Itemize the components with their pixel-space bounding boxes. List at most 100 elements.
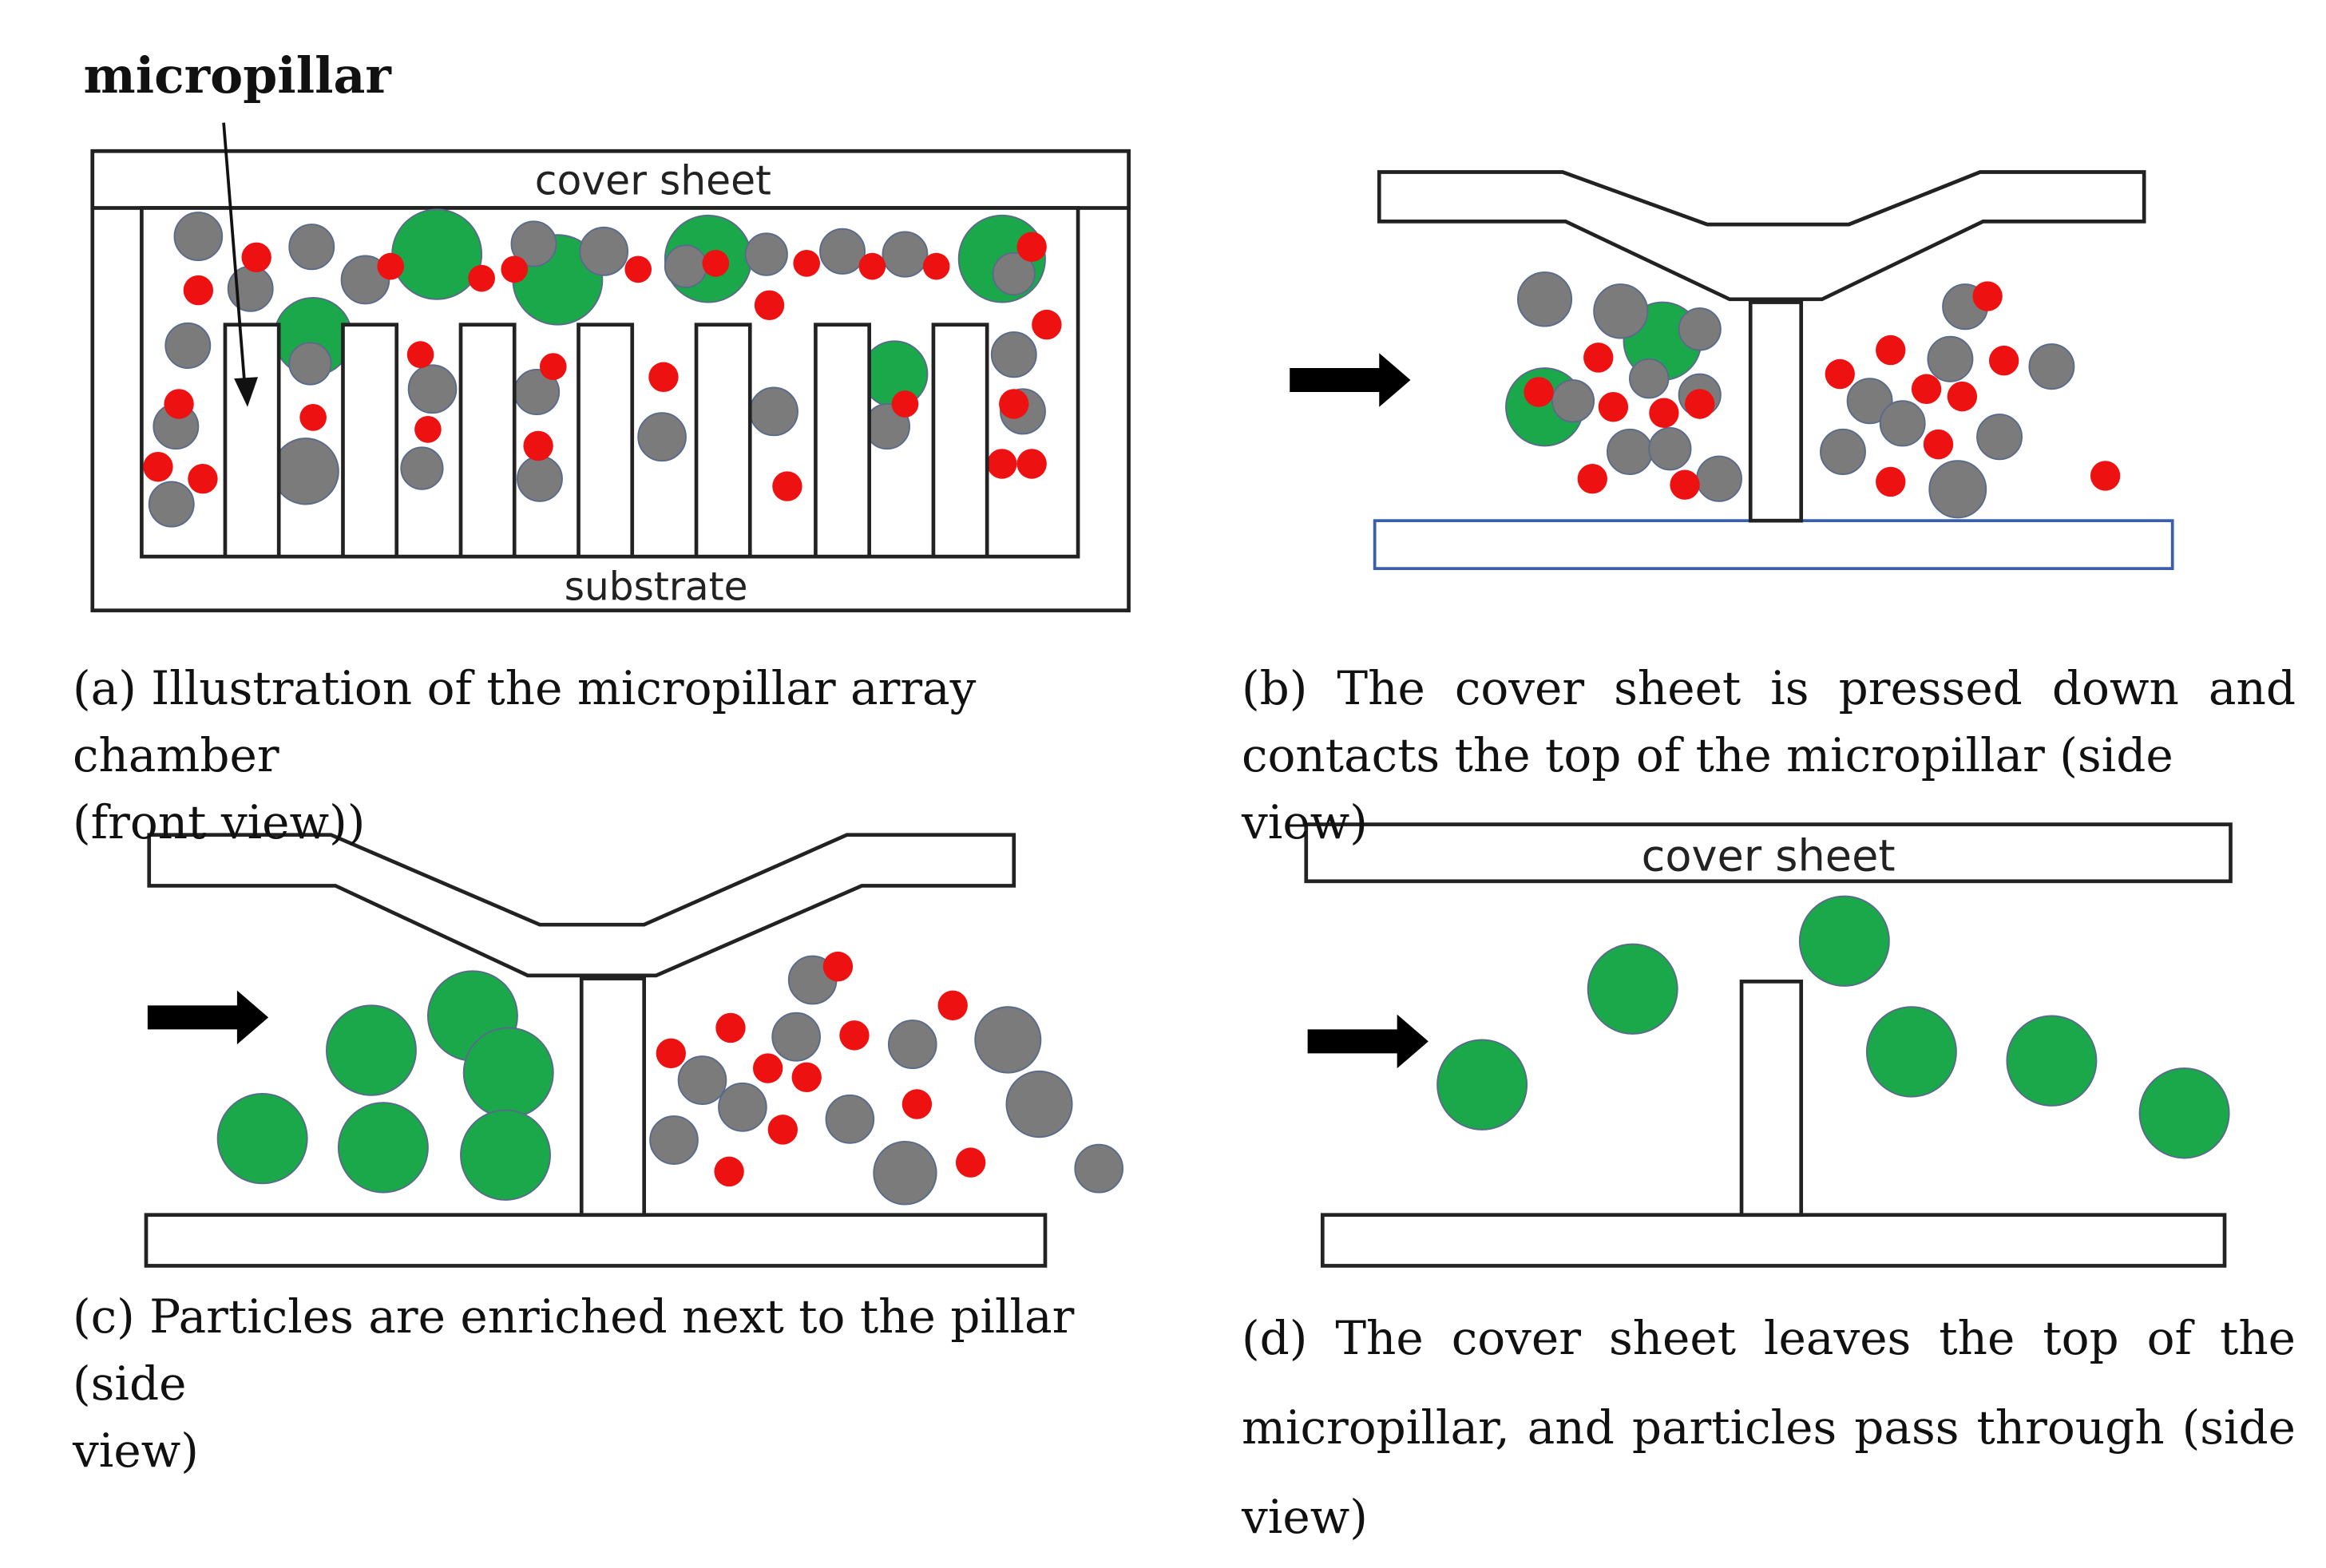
caption-c-line-2: view) (73, 1423, 199, 1478)
red-particle (1988, 345, 2019, 376)
red-particle (839, 1020, 870, 1051)
green-particle (1436, 1039, 1528, 1130)
red-particle (241, 242, 271, 273)
micropillar-pointer-line (222, 122, 247, 383)
micropillar (223, 323, 281, 559)
green-particle (462, 1027, 554, 1119)
panel-b (1290, 170, 2174, 571)
grey-particle (1629, 358, 1670, 399)
red-particle (1577, 463, 1607, 494)
flow-arrow (1307, 1014, 1428, 1069)
red-particle (1016, 232, 1047, 262)
grey-particle (637, 412, 687, 462)
red-particle (752, 1053, 783, 1083)
red-particle (183, 275, 214, 306)
red-particle (1016, 449, 1047, 479)
red-particle (772, 471, 802, 501)
grey-particle (340, 255, 390, 305)
micropillar (458, 323, 517, 559)
caption-c: (c) Particles are enriched next to the p… (73, 1283, 1191, 1484)
red-particle (767, 1115, 798, 1145)
cover-sheet-pressed (1377, 170, 2146, 302)
micropillar (694, 323, 752, 559)
red-particle (656, 1038, 686, 1069)
grey-particle (1516, 271, 1573, 327)
red-particle (143, 451, 173, 482)
grey-particle (718, 1082, 767, 1132)
red-particle (714, 1156, 744, 1187)
red-particle (1598, 392, 1629, 422)
caption-d-line-2: micropillar, and particles pass through … (1242, 1400, 2296, 1455)
grey-particle (992, 251, 1036, 296)
grey-particle (1607, 428, 1653, 476)
red-particle (164, 389, 194, 419)
grey-particle (1005, 1070, 1073, 1138)
substrate-label: substrate (565, 564, 748, 609)
grey-particle (771, 1012, 821, 1062)
green-particle (1587, 943, 1678, 1035)
red-particle (793, 249, 821, 277)
caption-d: (d) The cover sheet leaves the top of th… (1242, 1293, 2296, 1562)
grey-particle (1648, 427, 1692, 471)
red-particle (999, 389, 1029, 419)
cover-sheet (1304, 822, 2233, 884)
grey-particle (1846, 378, 1893, 425)
panel-c (144, 833, 1124, 1268)
micropillar (579, 976, 647, 1218)
grey-particle (882, 231, 929, 278)
green-particle (2138, 1067, 2230, 1159)
grey-particle (1879, 400, 1926, 447)
red-particle (858, 252, 886, 280)
red-particle (523, 430, 553, 461)
red-particle (299, 403, 327, 431)
caption-a-line-2: (front view)) (73, 795, 366, 849)
grey-particle (1593, 283, 1649, 339)
grey-particle (517, 455, 563, 502)
green-particle (337, 1102, 429, 1194)
grey-particle (825, 1094, 875, 1144)
red-particle (1876, 335, 1906, 366)
red-particle (377, 252, 405, 280)
red-particle (648, 362, 679, 392)
red-particle (922, 252, 950, 280)
green-particle (1865, 1006, 1957, 1098)
red-particle (539, 353, 567, 381)
particles-b (1505, 271, 2121, 519)
caption-b: (b) The cover sheet is pressed down and … (1242, 655, 2296, 856)
micropillar (931, 323, 989, 559)
caption-d-line-3: view) (1242, 1490, 1368, 1544)
particles-c (216, 951, 1124, 1206)
red-particle (891, 390, 919, 418)
red-particle (754, 290, 785, 321)
grey-particle (288, 342, 332, 386)
red-particle (1032, 309, 1062, 340)
particles-a (143, 208, 1062, 528)
micropillar (814, 323, 871, 559)
grey-particle (1678, 307, 1722, 351)
red-particle (1972, 281, 2003, 311)
red-particle (1649, 398, 1679, 428)
micropillar-label: micropillar (84, 46, 393, 105)
red-particle (1825, 358, 1855, 390)
grey-particle (510, 220, 557, 267)
red-particle (406, 341, 434, 369)
grey-particle (271, 438, 339, 505)
grey-particle (749, 386, 798, 437)
red-particle (937, 990, 968, 1021)
substrate (1373, 519, 2174, 571)
caption-b-line-1: (b) The cover sheet is pressed down and (1242, 661, 2296, 715)
substrate (144, 1213, 1048, 1268)
grey-particle (1927, 335, 1974, 382)
micropillar (577, 323, 635, 559)
micropillar (1748, 300, 1804, 523)
cover-sheet-label: cover sheet (535, 157, 771, 204)
micropillar-array (223, 323, 989, 559)
grey-particle (400, 446, 444, 490)
green-particle (326, 1004, 417, 1096)
grey-particle (1551, 379, 1595, 423)
grey-particle (873, 1140, 937, 1206)
red-particle (1670, 469, 1700, 500)
red-particle (901, 1089, 933, 1119)
green-particle (2006, 1015, 2098, 1107)
